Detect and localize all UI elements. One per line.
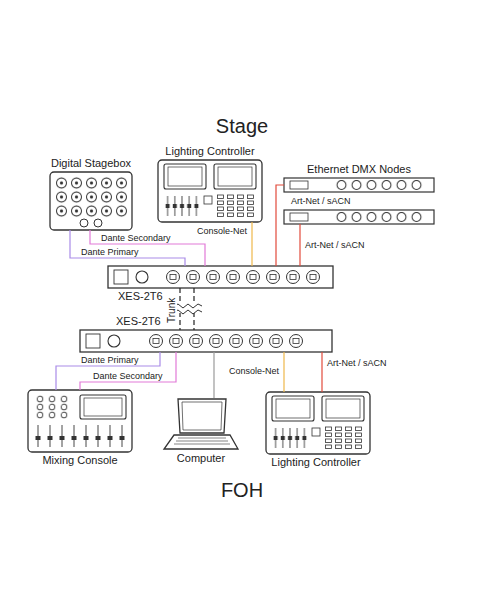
cable-line bbox=[299, 224, 300, 266]
device-name: Lighting Controller bbox=[165, 145, 254, 158]
mixing-console: Mixing Console bbox=[28, 390, 132, 452]
cable-line bbox=[321, 352, 322, 392]
signal-label: Console-Net bbox=[196, 226, 248, 236]
area-label: FOH bbox=[221, 478, 263, 502]
device-name: Ethernet DMX Nodes bbox=[307, 163, 411, 176]
signal-label: Trunk bbox=[166, 297, 177, 324]
device-name: Digital Stagebox bbox=[51, 157, 131, 170]
cable-line bbox=[283, 352, 284, 392]
device-name: XES-2T6 bbox=[118, 290, 163, 303]
area-label: Stage bbox=[216, 114, 268, 138]
device-name: Lighting Controller bbox=[271, 456, 360, 469]
signal-label: Art-Net / sACN bbox=[326, 358, 388, 368]
cable-line bbox=[251, 222, 252, 266]
cable-line bbox=[213, 352, 214, 398]
network-switch: XES-2T6 bbox=[108, 266, 333, 288]
signal-label: Art-Net / sACN bbox=[290, 196, 352, 206]
device-name: Mixing Console bbox=[42, 454, 117, 467]
cable-line bbox=[70, 230, 185, 266]
network-switch: XES-2T6 bbox=[80, 330, 332, 352]
signal-label: Console-Net bbox=[228, 366, 280, 376]
lighting-controller: Lighting Controller bbox=[266, 392, 366, 454]
signal-label: Dante Primary bbox=[80, 355, 140, 365]
signal-label: Dante Secondary bbox=[92, 371, 164, 381]
signal-label: Dante Primary bbox=[80, 247, 140, 257]
device-name: Computer bbox=[177, 452, 225, 465]
stagebox: Digital Stagebox bbox=[50, 172, 132, 230]
lighting-controller: Lighting Controller bbox=[158, 160, 262, 222]
signal-label: Art-Net / sACN bbox=[304, 240, 366, 250]
laptop-computer: Computer bbox=[164, 398, 238, 450]
cable-line bbox=[80, 352, 176, 390]
device-name: XES-2T6 bbox=[116, 315, 161, 328]
signal-label: Dante Secondary bbox=[100, 233, 172, 243]
cable-line bbox=[276, 185, 284, 266]
